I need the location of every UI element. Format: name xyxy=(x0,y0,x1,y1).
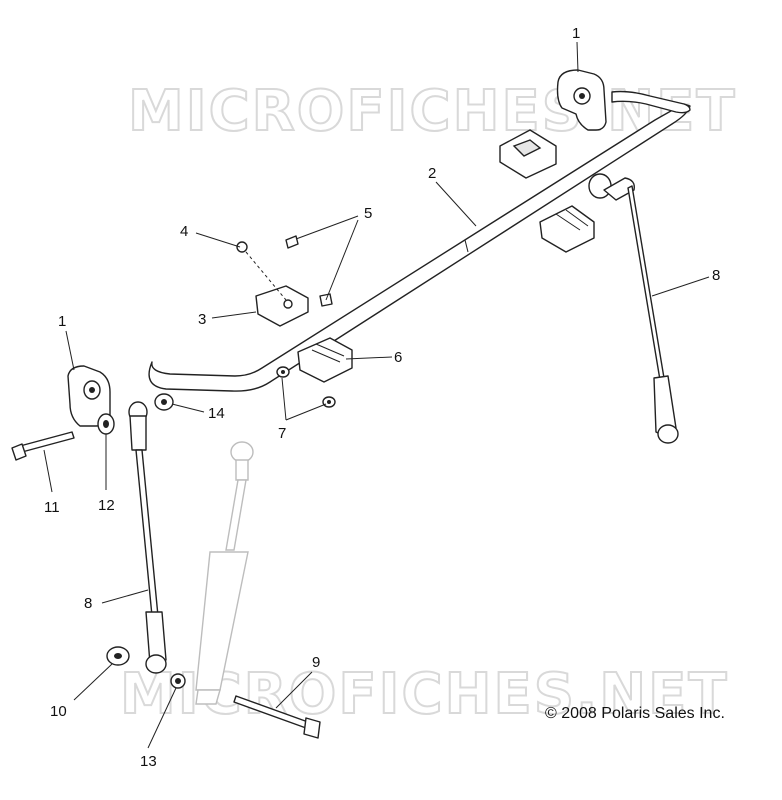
bushing-clip-top xyxy=(499,129,557,179)
nut-14 xyxy=(154,393,174,411)
link-left xyxy=(128,401,167,674)
leader-lines xyxy=(43,41,710,749)
stabilizer-bar xyxy=(148,90,691,392)
bushing-6 xyxy=(297,337,353,383)
washers-7 xyxy=(276,366,336,408)
copyright-notice: © 2008 Polaris Sales Inc. xyxy=(545,705,725,722)
shock-absorber xyxy=(195,441,254,705)
callout-3: 3 xyxy=(198,311,206,328)
nut-10 xyxy=(106,646,130,666)
callout-1-left: 1 xyxy=(58,313,66,330)
callout-8-left: 8 xyxy=(84,595,92,612)
bolt-4 xyxy=(236,241,287,301)
callout-9: 9 xyxy=(312,654,320,671)
callout-1-top: 1 xyxy=(572,25,580,42)
clamp-3 xyxy=(255,285,309,327)
bolt-11 xyxy=(11,431,75,461)
bolt-9 xyxy=(233,695,321,739)
callout-6: 6 xyxy=(394,349,402,366)
callout-14: 14 xyxy=(208,405,225,422)
callout-12: 12 xyxy=(98,497,115,514)
washer-13 xyxy=(170,673,186,689)
callout-11: 11 xyxy=(44,499,60,516)
callout-7: 7 xyxy=(278,425,286,442)
callout-10: 10 xyxy=(50,703,67,720)
bushing-housing-top xyxy=(556,69,607,131)
bushing-housing-left xyxy=(67,365,111,427)
callout-4: 4 xyxy=(180,223,188,240)
bushing-right xyxy=(539,205,595,253)
washer-12 xyxy=(97,413,115,435)
callout-2: 2 xyxy=(428,165,436,182)
callout-5: 5 xyxy=(364,205,372,222)
link-right xyxy=(588,173,679,444)
callout-8-right: 8 xyxy=(712,267,720,284)
callout-13: 13 xyxy=(140,753,157,770)
